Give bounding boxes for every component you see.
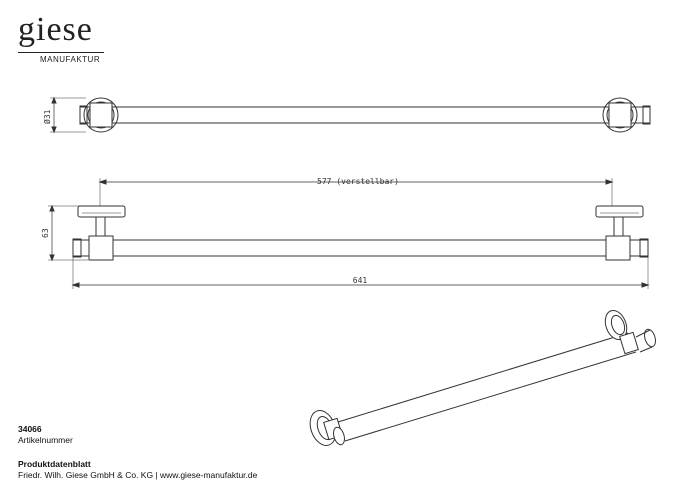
logo-subtitle: MANUFAKTUR	[40, 55, 101, 64]
persp-endcap-right-lower	[639, 346, 653, 353]
article-number: 34066	[18, 424, 42, 434]
length-label: 641	[353, 276, 368, 285]
side-rosette-left	[77, 205, 126, 218]
length-arrow-right	[641, 282, 650, 288]
persp-bar-edge-upper	[337, 332, 629, 423]
length-arrow-left	[71, 282, 80, 288]
logo-wordmark: giese	[18, 11, 93, 48]
side-clamp-right	[605, 235, 631, 261]
persp-endcap-left	[333, 426, 345, 446]
top-view: Ø31	[42, 96, 651, 134]
company-line: Friedr. Wilh. Giese GmbH & Co. KG | www.…	[18, 470, 258, 480]
span-arrow-right	[605, 179, 614, 185]
top-rosette-left-inner	[87, 101, 115, 129]
logo-rule	[18, 52, 104, 53]
persp-clamp-right	[619, 331, 639, 355]
side-clamp-left	[88, 235, 114, 261]
span-label: 577 (verstellbar)	[317, 177, 399, 186]
persp-rosette-right-inner	[610, 314, 626, 336]
diameter-arrow-top	[51, 96, 57, 104]
diameter-label: Ø31	[42, 109, 52, 124]
article-number-label: Artikelnummer	[18, 435, 73, 445]
top-mount-left	[89, 102, 113, 128]
top-rosette-right	[602, 97, 638, 133]
persp-endcap-right-upper	[635, 329, 651, 338]
brand-logo: giese MANUFAKTUR	[18, 11, 108, 64]
height-arrow-top	[49, 204, 55, 212]
side-post-right	[613, 216, 624, 239]
persp-endcap-right	[644, 328, 656, 348]
top-endcap-left	[79, 105, 88, 125]
height-arrow-bottom	[49, 254, 55, 262]
top-endcap-right	[642, 105, 651, 125]
datasheet-title: Produktdatenblatt	[18, 459, 91, 469]
top-rosette-left	[83, 97, 119, 133]
perspective-view	[309, 309, 656, 446]
side-rosette-right	[595, 205, 644, 218]
top-mount-right	[608, 102, 632, 128]
diameter-arrow-bottom	[51, 126, 57, 134]
side-post-left	[95, 216, 106, 239]
side-view: 577 (verstellbar) 63 641	[41, 177, 650, 289]
height-label: 63	[41, 228, 50, 238]
side-endcap-right	[639, 238, 649, 258]
top-rosette-right-inner	[606, 101, 634, 129]
span-arrow-left	[98, 179, 107, 185]
side-endcap-left	[72, 238, 82, 258]
persp-bar-edge-lower	[344, 351, 637, 442]
